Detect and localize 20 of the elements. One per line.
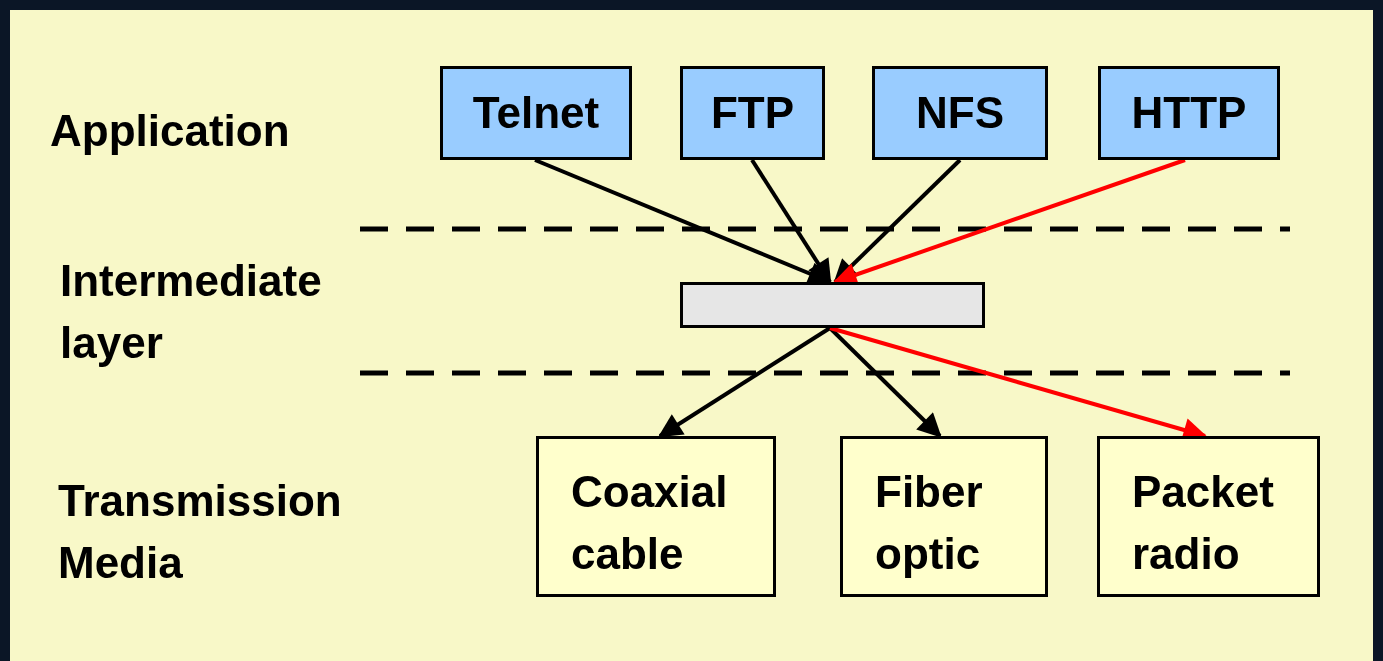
node-label: HTTP [1131,87,1247,140]
protocol-box [440,66,632,160]
protocol-box [680,66,825,160]
node-label: Coaxial cable [571,466,729,580]
layer-label: Transmission Media [58,475,343,589]
media-box [536,436,776,597]
layer-label: Application [50,105,291,157]
node-label: Packet radio [1132,466,1275,580]
layer-bar [680,282,985,328]
media-box [840,436,1048,597]
arrow [750,158,832,284]
protocol-box [1098,66,1280,160]
media-box [1097,436,1320,597]
node-label: NFS [916,87,1004,140]
protocol-box [872,66,1048,160]
arrow [657,326,832,438]
node-label: Fiber optic [875,466,984,580]
node-label: FTP [710,87,795,140]
layer-label: Intermediate layer [60,255,323,369]
node-label: Telnet [472,87,600,140]
